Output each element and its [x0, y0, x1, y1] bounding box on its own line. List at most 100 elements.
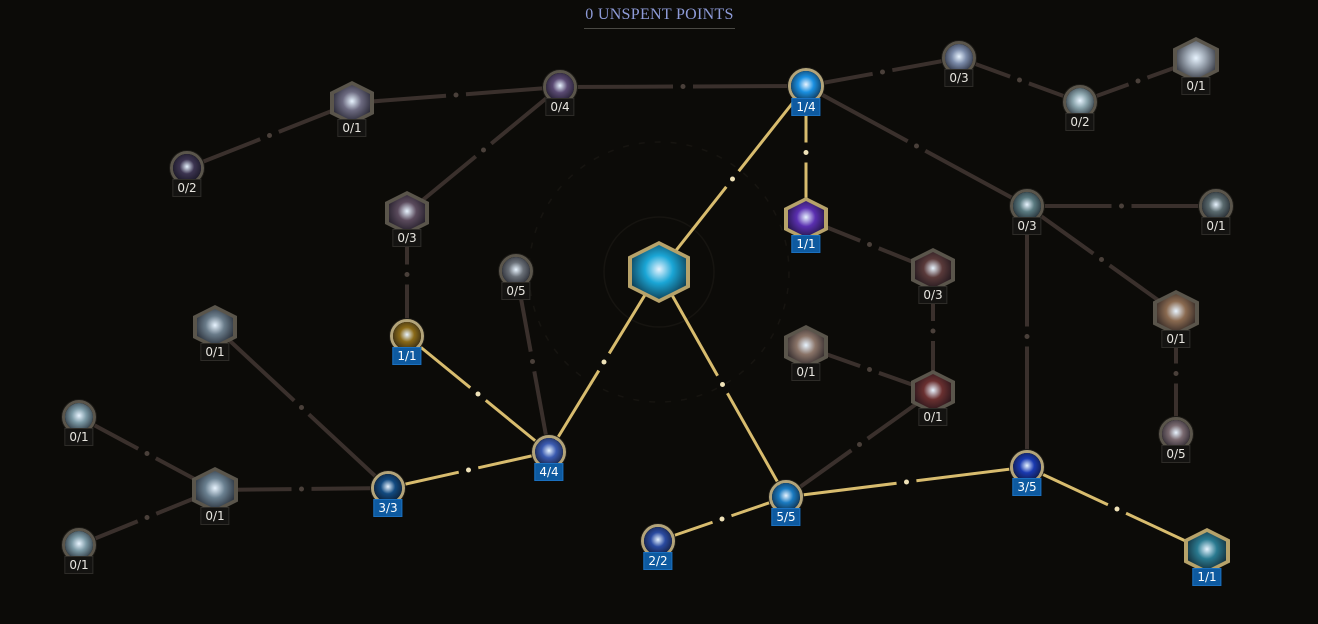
frost-burst-icon — [65, 531, 93, 559]
skill-node-n24[interactable]: 3/3 — [371, 471, 405, 517]
skill-node-n17[interactable]: 0/1 — [1153, 290, 1199, 348]
points-badge: 0/1 — [64, 556, 94, 574]
connection-dot — [144, 515, 150, 520]
points-badge: 0/5 — [1161, 445, 1191, 463]
skill-node-n27[interactable]: 0/1 — [62, 528, 96, 574]
connection-dot — [299, 405, 304, 410]
connection-dot — [1135, 78, 1141, 84]
constellation-icon — [389, 195, 425, 231]
frost-orb-icon — [791, 71, 821, 101]
points-badge: 5/5 — [771, 508, 801, 526]
points-badge: 0/1 — [791, 363, 821, 381]
connection-dot — [267, 133, 272, 138]
skill-node-n23[interactable]: 0/1 — [192, 467, 238, 525]
points-badge: 0/1 — [64, 428, 94, 446]
points-badge: 2/2 — [643, 552, 673, 570]
connection-dot — [1173, 371, 1179, 376]
skill-node-n1[interactable]: 0/1 — [330, 81, 374, 137]
connection-dot — [1099, 257, 1104, 262]
points-badge: 0/2 — [1065, 113, 1095, 131]
connection-dot — [880, 69, 885, 75]
decorative-ornament — [528, 141, 790, 403]
skill-node-n12[interactable]: 0/3 — [911, 248, 955, 304]
points-badge: 3/3 — [373, 499, 403, 517]
frost-wind-icon — [65, 403, 93, 431]
points-badge: 0/3 — [392, 229, 422, 247]
snowflake-icon — [772, 483, 800, 511]
stone-shard-icon — [502, 257, 530, 285]
connection-dot — [867, 367, 872, 372]
connection-line — [924, 149, 1028, 208]
skill-node-n7[interactable]: 0/2 — [1063, 85, 1097, 131]
skill-node-n8[interactable]: 0/1 — [1173, 37, 1219, 95]
demon-mask-icon — [915, 374, 951, 410]
skill-node-n4[interactable]: 0/3 — [385, 191, 429, 247]
points-badge: 1/1 — [392, 347, 422, 365]
connection-dot — [481, 147, 486, 153]
shadow-portal-icon — [546, 73, 574, 101]
unspent-points-header: 0 UNSPENT POINTS — [584, 4, 735, 29]
skill-node-n26[interactable]: 2/2 — [641, 524, 675, 570]
connection-line — [785, 481, 897, 499]
skill-node-n10[interactable]: 0/3 — [1010, 189, 1044, 235]
connection-dot — [1017, 77, 1022, 83]
connection-dot — [475, 391, 481, 397]
points-badge: 0/1 — [1181, 77, 1211, 95]
connection-dot — [530, 359, 535, 364]
meteor-icon — [915, 252, 951, 288]
arcane-figure-icon — [173, 154, 201, 182]
connection-line — [726, 392, 788, 498]
skill-node-n28[interactable]: 1/1 — [1184, 528, 1230, 586]
node-frame — [193, 305, 237, 349]
points-badge: 4/4 — [534, 463, 564, 481]
skill-node-n21[interactable]: 0/5 — [1159, 417, 1193, 463]
skill-node-n25[interactable]: 5/5 — [769, 480, 803, 526]
skill-node-n22[interactable]: 3/5 — [1010, 450, 1044, 496]
connection-line — [916, 465, 1028, 483]
node-frame — [1199, 189, 1233, 223]
skill-node-root[interactable] — [628, 241, 690, 303]
skill-node-n14[interactable]: 0/1 — [193, 305, 237, 361]
arcane-lightning-icon — [788, 201, 824, 237]
frost-hands-icon — [1188, 532, 1226, 570]
skill-node-n19[interactable]: 0/1 — [62, 400, 96, 446]
golden-sigil-icon — [393, 322, 421, 350]
points-badge: 1/4 — [791, 98, 821, 116]
skill-node-n20[interactable]: 4/4 — [532, 435, 566, 481]
lightning-hands-icon — [334, 85, 370, 121]
connection-dot — [1024, 334, 1030, 339]
points-badge: 0/1 — [200, 507, 230, 525]
connection-dot — [1119, 203, 1124, 209]
connection-dot — [914, 143, 919, 149]
points-badge: 0/1 — [200, 343, 230, 361]
cloaked-figure-icon — [197, 309, 233, 345]
connection-dot — [867, 242, 872, 247]
connection-line — [805, 84, 909, 143]
points-badge: 0/1 — [337, 119, 367, 137]
shattered-scroll-icon — [1157, 294, 1195, 332]
cross-shield-icon — [1013, 192, 1041, 220]
skill-node-n15[interactable]: 1/1 — [390, 319, 424, 365]
connection-dot — [730, 176, 735, 182]
points-badge: 0/3 — [1012, 217, 1042, 235]
skill-node-n11[interactable]: 0/1 — [1199, 189, 1233, 235]
skill-node-n6[interactable]: 0/3 — [942, 41, 976, 87]
connection-dot — [720, 382, 725, 387]
skill-node-n13[interactable]: 0/5 — [499, 254, 533, 300]
skill-node-n18[interactable]: 0/1 — [911, 370, 955, 426]
chevron-arrows-icon — [1066, 88, 1094, 116]
arcane-star-root-icon — [632, 245, 686, 299]
skill-node-n16[interactable]: 0/1 — [784, 325, 828, 381]
node-frame — [784, 325, 828, 369]
skill-node-n9[interactable]: 1/1 — [784, 197, 828, 253]
points-badge: 0/1 — [1201, 217, 1231, 235]
skill-node-n5[interactable]: 1/4 — [788, 68, 824, 116]
connection-dot — [466, 467, 471, 473]
skill-node-n2[interactable]: 0/2 — [170, 151, 204, 197]
connection-dot — [1114, 506, 1120, 512]
connection-dot — [803, 150, 809, 155]
points-badge: 0/3 — [944, 69, 974, 87]
skill-node-n3[interactable]: 0/4 — [543, 70, 577, 116]
node-frame — [385, 191, 429, 235]
connection-dot — [404, 272, 410, 277]
